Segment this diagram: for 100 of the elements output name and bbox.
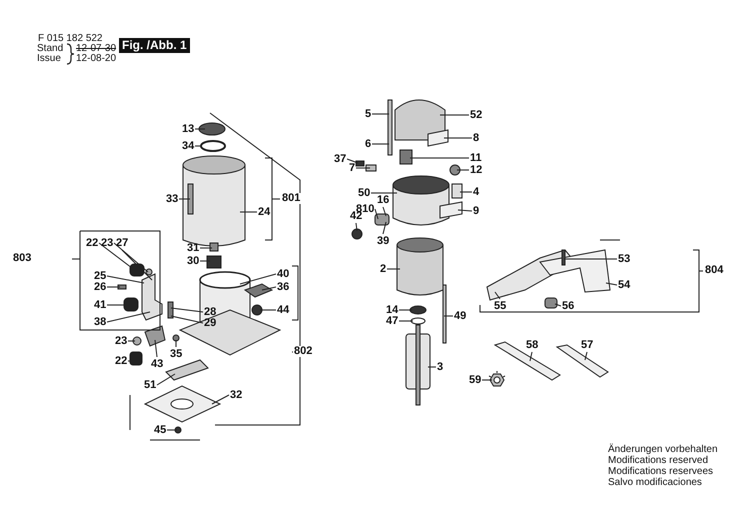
callout-number: 26: [94, 281, 106, 293]
callout-number: 33: [166, 193, 178, 205]
callout-number: 43: [151, 358, 164, 370]
callout-number: 27: [116, 237, 128, 249]
wrench-drawing: [494, 341, 561, 381]
leader-line: [154, 340, 158, 358]
leader-line: [356, 222, 358, 232]
callout-number: 31: [187, 242, 200, 254]
callout-number: 32: [230, 389, 242, 401]
callout-number: 42: [350, 210, 362, 222]
callout-number: 16: [377, 194, 390, 206]
callout-number: 29: [204, 317, 216, 329]
note-text: Modifications reserved: [608, 455, 708, 466]
leader-line: [128, 340, 136, 342]
edge-guide-drawing: [486, 249, 611, 308]
leader-line: [374, 208, 378, 220]
note-text: Änderungen vorbehalten: [608, 444, 718, 455]
callout-number: 6: [365, 138, 372, 150]
callout-number: 41: [94, 299, 106, 311]
leader-line: [382, 222, 386, 234]
callout-number: 28: [204, 306, 216, 318]
doc-number: F 015 182 522: [38, 33, 102, 44]
callout-number: 47: [386, 315, 398, 327]
callout-number: 22: [115, 355, 128, 367]
leader-line: [156, 374, 176, 386]
callout-number: 12: [470, 164, 482, 176]
callout-number: 4: [473, 186, 480, 198]
callout-number: 36: [277, 281, 290, 293]
field-label: Stand: [37, 43, 64, 54]
collet-nut-drawing: [488, 370, 506, 386]
callout-number: 58: [526, 339, 538, 351]
note-text: Salvo modificaciones: [608, 477, 702, 488]
callout-number: 55: [494, 300, 506, 312]
leader-line: [584, 352, 588, 360]
callout-number: 8: [473, 132, 480, 144]
leader-line: [428, 366, 436, 368]
leader-line: [398, 320, 414, 322]
leader-line: [194, 128, 206, 130]
callout-number: 14: [386, 304, 398, 316]
callout-number: 30: [187, 255, 200, 267]
callout-number: 13: [182, 123, 194, 135]
callout-number: 35: [170, 348, 182, 360]
leader-line: [370, 192, 398, 194]
date-text: 12-07-30: [76, 43, 116, 54]
callout-number: 56: [562, 300, 574, 312]
callout-number: 3: [437, 361, 444, 373]
leader-line: [554, 304, 562, 306]
field-label: Issue: [37, 53, 61, 64]
leader-line: [98, 242, 132, 268]
leader-line: [212, 394, 230, 404]
leader-line: [170, 316, 204, 324]
date-text: 12-08-20: [76, 53, 116, 64]
callout-number: 49: [454, 310, 466, 322]
leader-line: [606, 282, 618, 286]
note-text: Modifications reservees: [608, 466, 714, 477]
callout-number: 40: [277, 268, 290, 280]
callout-number: 38: [94, 316, 106, 328]
leader-line: [458, 210, 472, 212]
group-number: 802: [293, 346, 314, 357]
leader-line: [106, 286, 120, 288]
callout-number: 39: [377, 235, 390, 247]
group-number: 803: [12, 253, 32, 264]
callout-number: 9: [473, 205, 480, 217]
leader-line: [178, 198, 190, 200]
callout-number: 23: [101, 237, 114, 249]
leader-line: [106, 312, 150, 322]
leader-line: [262, 286, 276, 290]
leader-line: [346, 158, 358, 164]
callout-number: 54: [618, 279, 630, 291]
leader-line: [106, 304, 126, 306]
callout-number: 5: [365, 108, 372, 120]
callout-number: 52: [470, 109, 482, 121]
callout-number: 53: [618, 253, 630, 265]
callout-number: 34: [182, 140, 194, 152]
callout-number: 59: [469, 374, 482, 386]
callout-number: 51: [144, 379, 156, 391]
callout-number: 2: [380, 263, 386, 275]
leader-line: [382, 206, 386, 216]
figure-title: Fig. /Abb. 1: [119, 38, 190, 53]
leader-line: [114, 242, 148, 272]
callout-number: 24: [258, 206, 270, 218]
callout-number: 11: [470, 152, 482, 164]
callout-number: 7: [349, 162, 356, 174]
callout-number: 22: [86, 237, 98, 249]
callout-number: 44: [277, 304, 290, 316]
leader-line: [240, 274, 276, 284]
leader-line: [494, 292, 500, 300]
callout-number: 25: [94, 270, 106, 282]
leader-line: [170, 308, 204, 312]
group-number: 801: [281, 193, 302, 204]
group-number: 804: [704, 265, 724, 276]
leader-line: [440, 114, 470, 116]
callout-number: 37: [334, 153, 346, 165]
callout-number: 23: [115, 335, 128, 347]
leader-line: [200, 260, 210, 262]
callout-number: 50: [358, 187, 370, 199]
leader-line: [122, 250, 152, 280]
callout-number: 57: [581, 339, 594, 351]
leader-line: [530, 352, 532, 362]
leader-line: [386, 268, 400, 270]
